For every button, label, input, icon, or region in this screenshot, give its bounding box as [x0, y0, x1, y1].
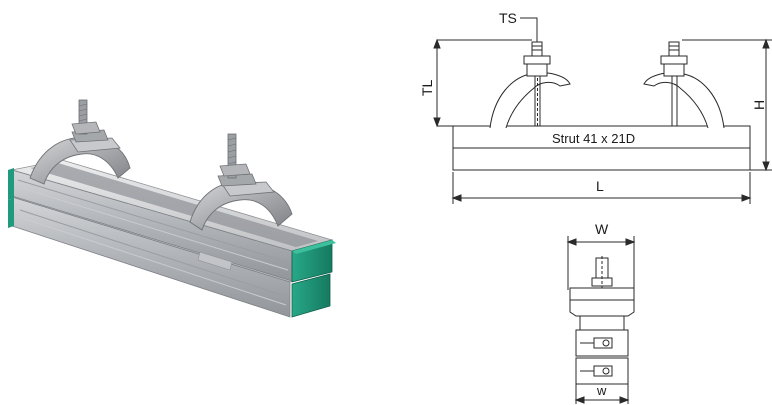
end-cap-green [8, 168, 336, 318]
right-clamp-outline [643, 41, 725, 129]
tl-label: TL [419, 79, 435, 96]
ts-label: TS [499, 10, 517, 26]
left-clamp-outline [489, 41, 571, 129]
w-upper-label: W [595, 221, 609, 237]
h-label: H [751, 100, 767, 110]
w-lower-dimension [574, 384, 630, 404]
h-dimension [682, 38, 772, 172]
product-photo [8, 99, 336, 318]
end-view-clamp-head [569, 287, 635, 317]
strut-label: Strut 41 x 21D [552, 131, 635, 146]
end-view-drawing [566, 236, 636, 404]
ts-leader-line [520, 17, 538, 42]
right-beam-clamp [189, 133, 293, 231]
l-dimension [451, 172, 752, 204]
w-upper-dimension [566, 236, 636, 290]
upper-strut-channel [11, 159, 334, 282]
w-lower-label: w [596, 383, 607, 398]
left-beam-clamp [29, 99, 131, 185]
side-view-drawing [433, 17, 772, 204]
l-label: L [596, 178, 604, 194]
tl-dimension [433, 38, 532, 128]
